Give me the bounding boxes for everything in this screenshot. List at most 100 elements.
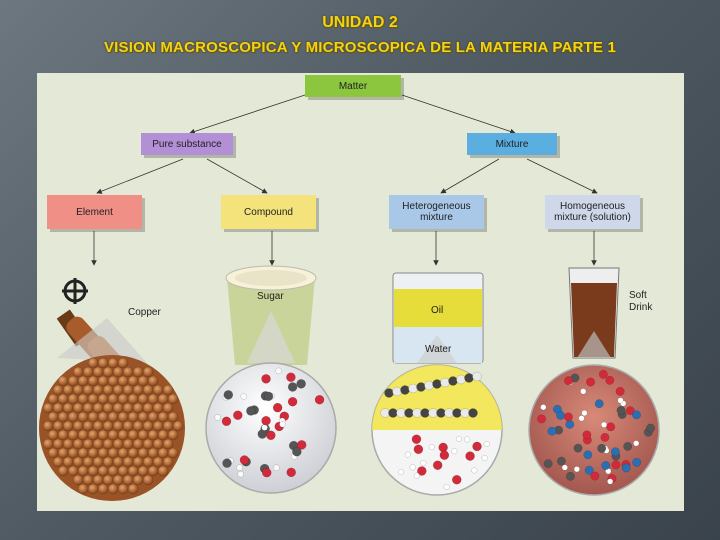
- copper-atom: [72, 366, 84, 378]
- copper-atom: [82, 438, 94, 450]
- water-atom: [417, 466, 427, 476]
- copper-atom: [102, 474, 114, 486]
- oil-atom: [456, 374, 466, 385]
- oil-atom: [392, 386, 402, 397]
- solution-atom: [537, 414, 546, 424]
- solution-atom: [594, 399, 604, 409]
- copper-atom: [137, 429, 149, 441]
- copper-atom: [122, 402, 134, 414]
- water-atom: [432, 460, 443, 470]
- copper-atom: [122, 438, 134, 450]
- copper-atom: [97, 357, 109, 369]
- solution-atom: [590, 471, 600, 481]
- sugar-atom: [296, 379, 306, 389]
- copper-atom: [82, 474, 94, 486]
- copper-atom: [102, 384, 114, 396]
- copper-atom: [167, 447, 179, 459]
- copper-atom: [132, 438, 144, 450]
- water-atom: [481, 454, 488, 462]
- sugar-atom: [275, 367, 282, 375]
- copper-atom: [72, 384, 84, 396]
- solution-atom: [565, 471, 575, 481]
- water-atom: [411, 434, 422, 444]
- oil-atom: [468, 408, 478, 418]
- copper-atom: [97, 465, 109, 477]
- copper-atom: [142, 456, 154, 468]
- oil-atom: [460, 408, 470, 418]
- solution-atom: [600, 432, 610, 442]
- copper-atom: [42, 438, 54, 450]
- copper-atom: [107, 393, 119, 405]
- copper-atom: [52, 456, 64, 468]
- copper-atom: [167, 411, 179, 423]
- copper-atom: [57, 447, 69, 459]
- copper-atom: [87, 465, 99, 477]
- sugar-atom: [273, 464, 280, 471]
- copper-atom: [147, 447, 159, 459]
- solution-atom: [607, 478, 614, 485]
- water-atom: [398, 469, 405, 476]
- copper-atom: [157, 465, 169, 477]
- solution-atom: [584, 465, 594, 475]
- copper-atom: [92, 456, 104, 468]
- copper-atom: [117, 447, 129, 459]
- copper-atom: [117, 465, 129, 477]
- oil-atom: [452, 408, 462, 418]
- copper-atom: [77, 393, 89, 405]
- water-atom: [465, 451, 475, 461]
- water-atom: [483, 440, 490, 448]
- node-homogeneous-mixture: Homogeneous mixture (solution): [545, 195, 640, 229]
- sugar-atom: [239, 455, 250, 465]
- soft-drink-illustration: [528, 267, 660, 496]
- copper-atom: [167, 393, 179, 405]
- oil-atom: [408, 383, 418, 394]
- copper-atom: [117, 357, 129, 369]
- copper-atom: [117, 375, 129, 387]
- sugar-atom: [237, 470, 244, 478]
- copper-atom: [122, 474, 134, 486]
- copper-atom: [67, 447, 79, 459]
- oil-atom: [472, 371, 482, 382]
- copper-atom: [92, 474, 104, 486]
- copper-atom: [102, 402, 114, 414]
- copper-atom: [107, 483, 119, 495]
- copper-atom: [157, 429, 169, 441]
- node-mixture: Mixture: [467, 133, 557, 155]
- copper-atom: [97, 483, 109, 495]
- copper-atom: [132, 384, 144, 396]
- solution-atom: [581, 409, 588, 417]
- oil-atom: [424, 380, 434, 391]
- solution-atom: [601, 421, 608, 428]
- copper-atom: [77, 411, 89, 423]
- oil-atom: [420, 408, 430, 418]
- copper-atom: [92, 384, 104, 396]
- copper-atom: [77, 447, 89, 459]
- copper-atom: [122, 384, 134, 396]
- copper-atom: [87, 375, 99, 387]
- copper-atom: [152, 456, 164, 468]
- copper-atom: [72, 474, 84, 486]
- copper-atom: [87, 429, 99, 441]
- water-atom: [428, 443, 435, 450]
- copper-atom: [112, 366, 124, 378]
- solution-atom: [617, 397, 624, 404]
- copper-atom: [57, 393, 69, 405]
- sugar-atom: [292, 446, 302, 457]
- copper-atom: [107, 429, 119, 441]
- copper-atom: [62, 456, 74, 468]
- copper-atom: [127, 375, 139, 387]
- copper-atom: [127, 393, 139, 405]
- copper-atom: [87, 357, 99, 369]
- slide-title-unit: UNIDAD 2: [322, 14, 398, 31]
- copper-atom: [132, 366, 144, 378]
- copper-atom: [72, 456, 84, 468]
- copper-atom: [117, 483, 129, 495]
- sugar-atom: [279, 421, 286, 428]
- sugar-atom: [257, 429, 268, 439]
- solution-atom: [625, 406, 635, 416]
- copper-atom: [112, 402, 124, 414]
- copper-atom: [57, 429, 69, 441]
- copper-atom: [122, 456, 134, 468]
- oil-atom: [444, 408, 454, 418]
- copper-atom: [147, 393, 159, 405]
